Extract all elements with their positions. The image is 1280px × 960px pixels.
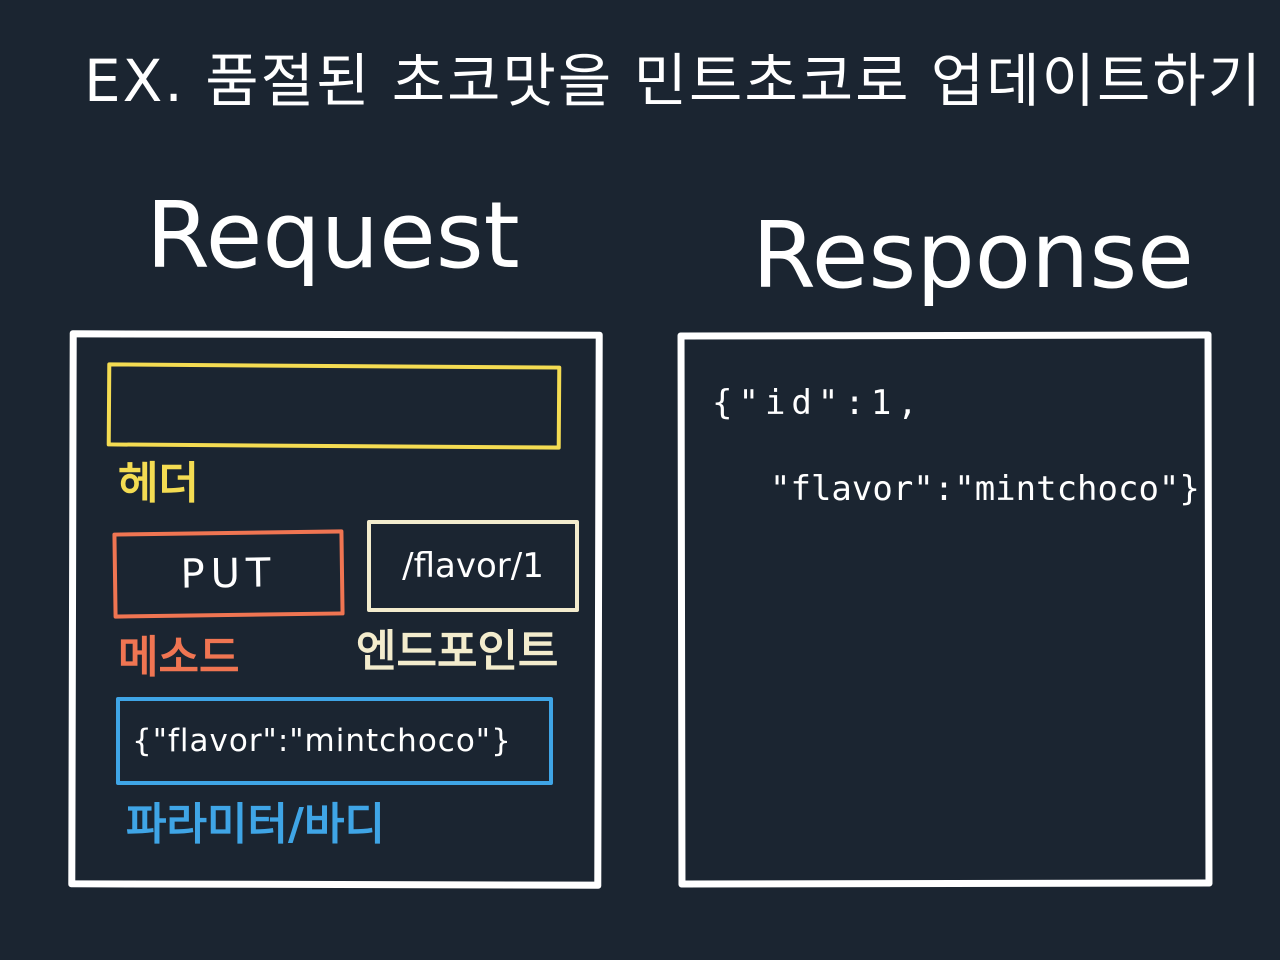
response-heading: Response — [752, 202, 1194, 309]
diagram-title: EX. 품절된 초코맛을 민트초코로 업데이트하기 — [84, 47, 1264, 115]
response-line-2: "flavor":"mintchoco"} — [770, 469, 1200, 509]
body-box: {"flavor":"mintchoco"} — [116, 697, 553, 785]
method-label: 메소드 — [118, 632, 240, 683]
response-line-1: {"id":1, — [712, 383, 924, 423]
method-box: PUT — [112, 529, 345, 619]
request-heading: Request — [146, 182, 520, 289]
header-box — [106, 362, 562, 450]
header-label: 헤더 — [118, 458, 199, 509]
body-label: 파라미터/바디 — [126, 799, 385, 850]
endpoint-label: 엔드포인트 — [356, 626, 559, 677]
endpoint-box: /flavor/1 — [367, 520, 579, 612]
